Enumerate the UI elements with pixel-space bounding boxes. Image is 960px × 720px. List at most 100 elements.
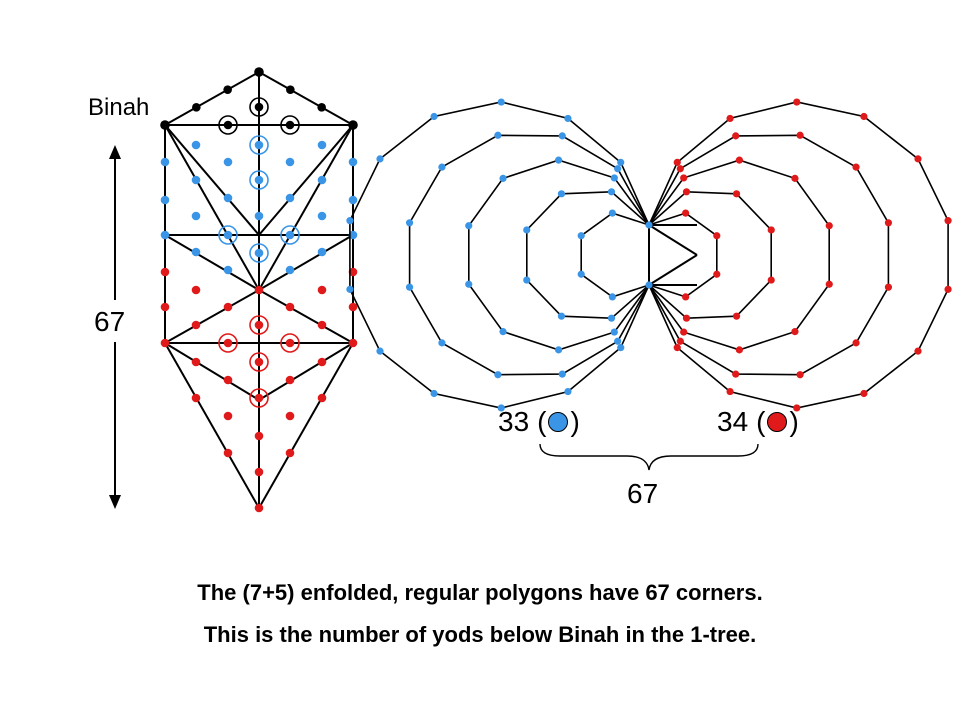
tree-path-line	[258, 342, 354, 509]
close-paren: )	[570, 406, 580, 437]
red-corner-dot	[884, 283, 893, 291]
height-arrow	[109, 145, 121, 509]
red-corner-dot	[860, 389, 868, 398]
red-corner-dot	[676, 165, 684, 173]
enfolded-polygons-diagram	[346, 98, 952, 412]
arrow-down-head	[109, 495, 121, 509]
shared-edge-line	[648, 224, 698, 256]
yod-dot	[160, 338, 170, 348]
red-corner-dot	[676, 337, 684, 345]
yod-ring	[249, 315, 269, 335]
open-paren: (	[756, 406, 766, 437]
red-polygon	[648, 159, 830, 351]
yod-dot	[191, 211, 201, 221]
yod-ring	[249, 388, 269, 408]
yod-dot	[317, 247, 327, 257]
blue-corner-dot	[564, 114, 572, 123]
ringed-yod-dot	[254, 320, 264, 330]
yod-dot	[223, 302, 233, 312]
total-brace	[539, 443, 759, 471]
yod-dot	[317, 103, 326, 112]
blue-corner-dot	[494, 131, 502, 139]
blue-corner-dot	[430, 112, 438, 121]
blue-corner-dot	[465, 280, 473, 288]
shared-corner-dot	[645, 281, 653, 289]
yod-dot	[285, 448, 295, 458]
red-corner-dot	[726, 387, 734, 396]
ringed-yod-dot	[254, 140, 264, 150]
red-corner-dot	[767, 226, 775, 234]
yod-dot	[254, 503, 264, 513]
tree-path-line	[164, 234, 260, 291]
yod-ring	[249, 97, 269, 117]
shared-corner-dot	[645, 221, 653, 229]
red-corner-dot	[682, 188, 691, 196]
yod-dot	[254, 211, 264, 221]
caption-line-1: The (7+5) enfolded, regular polygons hav…	[197, 580, 763, 605]
blue-corner-dot	[438, 163, 446, 171]
blue-corner-dot	[554, 346, 563, 354]
blue-corner-dot	[499, 174, 507, 182]
red-polygon	[648, 212, 718, 298]
red-count-value: 34	[717, 406, 749, 437]
yod-dot	[191, 247, 201, 257]
red-corner-dot	[852, 163, 860, 171]
red-corner-dot	[796, 371, 804, 379]
yod-dot	[285, 411, 295, 421]
blue-corner-dot	[577, 270, 585, 278]
blue-corner-dot	[617, 344, 625, 352]
arrow-up-head	[109, 145, 121, 159]
blue-corner-dot	[558, 370, 566, 378]
yod-dot	[285, 193, 295, 203]
blue-corner-dot	[610, 328, 618, 336]
yod-dot	[285, 265, 295, 275]
blue-corner-dot	[608, 209, 616, 217]
ringed-yod-dot	[223, 338, 233, 348]
blue-corner-dot	[497, 404, 505, 412]
yod-dot	[223, 157, 233, 167]
blue-count-value: 33	[498, 406, 530, 437]
yod-dot	[191, 393, 201, 403]
tree-path-line	[164, 124, 260, 236]
ringed-yod-dot	[254, 175, 264, 185]
yod-dot	[191, 140, 201, 150]
binah-label: Binah	[88, 94, 150, 121]
blue-corner-dot	[617, 158, 625, 166]
tree-path-line	[258, 71, 354, 126]
blue-polygon	[349, 101, 650, 409]
yod-dot	[286, 85, 295, 94]
tree-path-line	[164, 71, 260, 126]
red-corner-dot	[793, 98, 801, 106]
tree-path-line	[258, 124, 354, 291]
ringed-yod-dot	[285, 120, 295, 130]
yod-dot	[160, 230, 170, 240]
blue-corner-dot	[465, 222, 473, 230]
blue-corner-dot	[499, 328, 507, 336]
yod-dot	[191, 285, 201, 295]
red-corner-dot	[673, 158, 681, 166]
yod-ring	[249, 352, 269, 372]
tree-path-line	[258, 234, 354, 291]
red-corner-dot	[682, 209, 690, 217]
blue-corner-dot	[430, 389, 438, 398]
blue-corner-dot	[523, 276, 531, 284]
ringed-yod-dot	[223, 120, 233, 130]
yod-dot	[348, 195, 358, 205]
yod-dot	[317, 285, 327, 295]
tree-path-line	[258, 342, 354, 401]
total-count-label: 67	[627, 478, 659, 509]
blue-corner-dot	[614, 337, 622, 345]
yod-ring	[218, 115, 238, 135]
yod-dot	[348, 230, 358, 240]
red-corner-dot	[682, 293, 690, 301]
red-corner-dot	[825, 280, 833, 288]
blue-corner-dot	[376, 155, 384, 163]
yod-dot	[223, 448, 233, 458]
blue-dot-icon	[548, 412, 569, 432]
yod-ring	[280, 333, 300, 353]
yod-dot	[317, 140, 327, 150]
yod-dot	[348, 157, 358, 167]
yod-dot	[317, 211, 327, 221]
shared-edge-line	[648, 254, 698, 286]
